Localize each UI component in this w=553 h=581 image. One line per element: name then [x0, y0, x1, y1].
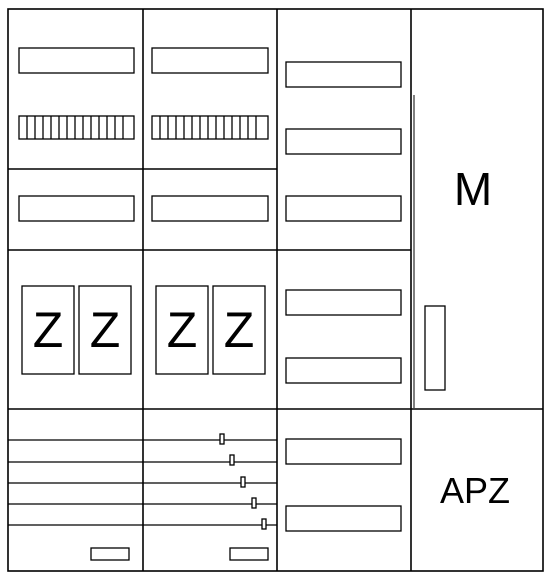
label-strip [18, 47, 135, 74]
busbar-clamp [229, 454, 235, 466]
terminal-block [18, 115, 135, 140]
busbar-clamp [261, 518, 267, 530]
apz-label: APZ [440, 470, 510, 511]
meter-box [21, 285, 75, 375]
label-strip [285, 128, 402, 155]
label-strip [285, 195, 402, 222]
busbar-clamp [219, 433, 225, 445]
label-strip [285, 505, 402, 532]
meter-box [155, 285, 209, 375]
label-strip [18, 195, 135, 222]
cabinet-frame [7, 8, 544, 572]
meter-box [212, 285, 266, 375]
meter-symbol: Z [224, 302, 255, 358]
terminal-label-slot [229, 547, 269, 561]
label-strip [285, 61, 402, 88]
row-dividers [8, 168, 543, 410]
label-strip [285, 289, 402, 316]
outer-frame [7, 8, 544, 572]
busbar-section [8, 433, 277, 561]
column-2: Z Z [151, 47, 269, 375]
meter-symbol: Z [90, 302, 121, 358]
meter-panel-handle [424, 305, 446, 391]
column-1: Z Z [18, 47, 135, 375]
terminal-block [151, 115, 269, 140]
column-3 [285, 61, 402, 532]
meter-symbol: Z [167, 302, 198, 358]
label-strip [285, 438, 402, 465]
busbar-clamp [251, 497, 257, 509]
meter-panel-label: M [454, 163, 492, 215]
busbar-clamp [240, 476, 246, 488]
label-strip [151, 47, 269, 74]
meter-box [78, 285, 132, 375]
column-4: M APZ [424, 163, 510, 511]
terminal-label-slot [90, 547, 130, 561]
label-strip [151, 195, 269, 222]
label-strip [285, 357, 402, 384]
meter-symbol: Z [33, 302, 64, 358]
